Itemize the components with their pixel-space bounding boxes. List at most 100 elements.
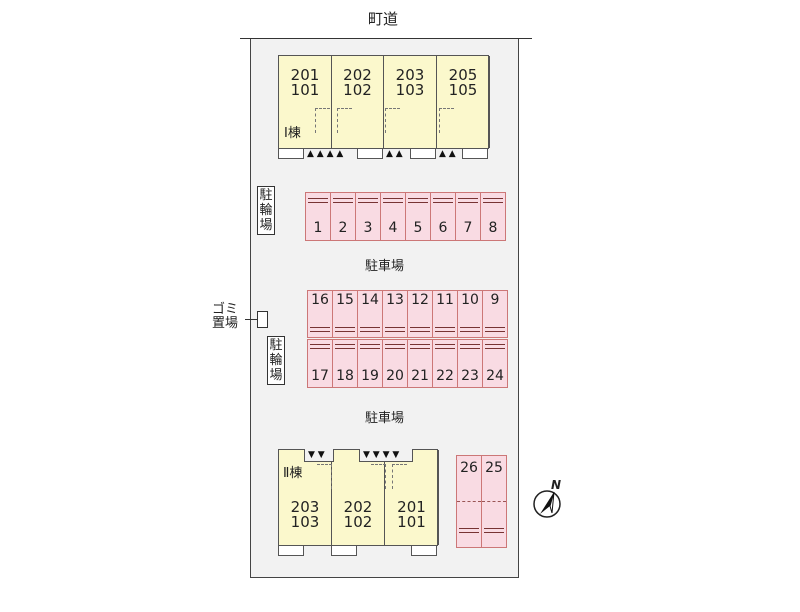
stair-icon <box>392 464 407 489</box>
stair-icon <box>317 464 332 489</box>
unit-number-lower: 103 <box>290 513 320 531</box>
entrance-marker-icon: ▼ ▼ ▼ ▼ <box>363 450 400 460</box>
parking-space-number: 26 <box>460 460 478 476</box>
storage-box <box>331 545 357 556</box>
parking-space-number: 8 <box>488 220 498 236</box>
garbage-station <box>257 311 268 328</box>
stair-icon <box>385 108 400 133</box>
storage-box <box>411 545 437 556</box>
unit-number-upper: 202 <box>343 66 372 84</box>
parking-lot-label: 駐車場 <box>365 259 405 274</box>
parking-space: 6 <box>431 193 456 240</box>
unit-number-upper: 203 <box>290 498 320 516</box>
wheel-stop <box>385 344 405 349</box>
wheel-stop <box>383 198 403 203</box>
parking-space-number: 24 <box>486 368 504 384</box>
parking-space-number: 5 <box>413 220 423 236</box>
parking-space: 16 <box>308 291 333 337</box>
parking-space-number: 20 <box>386 368 404 384</box>
parking-space: 26 <box>457 456 482 547</box>
parking-space: 15 <box>333 291 358 337</box>
bike-parking-label: 駐輪場 <box>267 336 285 385</box>
stair-icon <box>315 108 330 133</box>
parking-space-number: 13 <box>386 292 404 308</box>
parking-space-number: 3 <box>363 220 373 236</box>
parking-space-number: 1 <box>313 220 323 236</box>
compass-icon: N <box>532 478 566 526</box>
storage-box <box>278 148 304 159</box>
parking-space-number: 10 <box>461 292 479 308</box>
parking-space-number: 16 <box>311 292 329 308</box>
unit-number-lower: 101 <box>397 513 426 531</box>
parking-space: 23 <box>458 340 483 387</box>
wheel-stop <box>360 344 380 349</box>
parking-row-3: 26 25 <box>456 455 507 548</box>
parking-space: 10 <box>458 291 483 337</box>
stair-icon <box>439 108 454 133</box>
parking-space: 1 <box>306 193 331 240</box>
parking-space: 4 <box>381 193 406 240</box>
wheel-stop <box>310 344 330 349</box>
building-label: Ⅱ棟 <box>283 466 303 481</box>
unit-number-lower: 105 <box>448 81 478 99</box>
parking-space-number: 11 <box>436 292 454 308</box>
parking-space: 18 <box>333 340 358 387</box>
parking-space-number: 6 <box>438 220 448 236</box>
stair-icon <box>337 108 352 133</box>
storage-box <box>410 148 436 159</box>
divider-line <box>457 501 481 502</box>
parking-space-number: 23 <box>461 368 479 384</box>
parking-space: 17 <box>308 340 333 387</box>
parking-space-number: 17 <box>311 368 329 384</box>
unit-number-upper: 201 <box>290 66 320 84</box>
divider-line <box>482 501 506 502</box>
wheel-stop <box>310 327 330 332</box>
wheel-stop <box>358 198 378 203</box>
parking-space-number: 22 <box>436 368 454 384</box>
compass-north-label: N <box>551 478 562 492</box>
entrance-marker-icon: ▲ ▲ <box>386 149 403 159</box>
parking-space: 21 <box>408 340 433 387</box>
entrance-notch <box>304 449 334 462</box>
bike-parking-label: 駐輪場 <box>257 186 275 235</box>
wheel-stop <box>460 344 480 349</box>
unit-number-upper: 205 <box>448 66 478 84</box>
wheel-stop <box>458 198 478 203</box>
parking-space: 2 <box>331 193 356 240</box>
parking-space-number: 15 <box>336 292 354 308</box>
parking-space: 12 <box>408 291 433 337</box>
wheel-stop <box>333 198 353 203</box>
unit-number-lower: 103 <box>395 81 425 99</box>
entrance-marker-icon: ▼ ▼ <box>308 450 325 460</box>
parking-space: 20 <box>383 340 408 387</box>
parking-space-number: 19 <box>361 368 379 384</box>
unit-number-lower: 101 <box>290 81 320 99</box>
garbage-connector <box>245 319 257 320</box>
parking-space-number: 9 <box>490 292 500 308</box>
parking-space-number: 18 <box>336 368 354 384</box>
parking-space: 3 <box>356 193 381 240</box>
unit-number-upper: 201 <box>397 498 426 516</box>
parking-lot-label: 駐車場 <box>365 411 405 426</box>
wheel-stop <box>460 327 480 332</box>
parking-space: 13 <box>383 291 408 337</box>
road-boundary-line <box>240 38 532 39</box>
unit-number-lower: 102 <box>343 81 372 99</box>
wheel-stop <box>484 528 504 533</box>
road-label: 町道 <box>368 10 399 28</box>
stair-icon <box>371 464 386 489</box>
wheel-stop <box>360 327 380 332</box>
parking-space-number: 25 <box>485 460 503 476</box>
storage-box <box>462 148 488 159</box>
